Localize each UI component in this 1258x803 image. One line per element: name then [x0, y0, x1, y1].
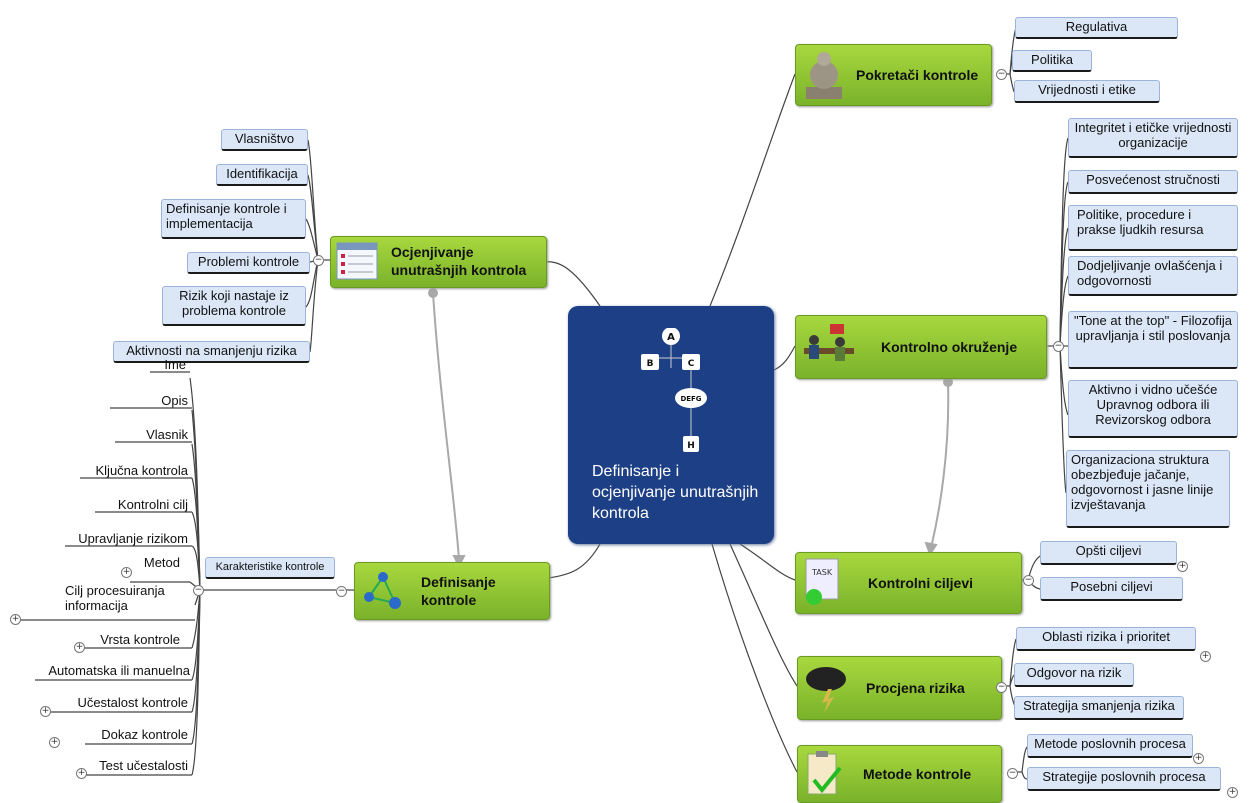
leaf-aktivno-ucesce[interactable]: Aktivno i vidno učešće Upravnog odbora i…: [1068, 380, 1238, 438]
node-ocjenjivanje[interactable]: Ocjenjivanje unutrašnjih kontrola: [330, 236, 547, 288]
leaf-definisanje-implementacija[interactable]: Definisanje kontrole i implementacija: [161, 199, 306, 239]
logo-letter-b: B: [647, 359, 654, 369]
node-title: Pokretači kontrole: [856, 67, 979, 83]
attr-dokaz-kontrole[interactable]: Dokaz kontrole: [101, 727, 188, 742]
expand-toggle[interactable]: +: [49, 737, 60, 748]
collapse-toggle[interactable]: −: [1023, 575, 1034, 586]
node-ciljevi[interactable]: TASK Kontrolni ciljevi: [795, 552, 1022, 614]
leaf-opsti-ciljevi[interactable]: Opšti ciljevi: [1040, 541, 1177, 565]
attr-opis[interactable]: Opis: [161, 393, 188, 408]
leaf-oblasti-rizika[interactable]: Oblasti rizika i prioritet: [1016, 627, 1196, 651]
org-chart-icon: A B C DEFG H: [641, 328, 707, 452]
statue-icon: [806, 52, 842, 99]
node-title: Ocjenjivanje unutrašnjih kontrola: [391, 244, 527, 278]
node-procjena[interactable]: Procjena rizika: [797, 656, 1002, 720]
leaf-regulativa[interactable]: Regulativa: [1015, 17, 1178, 39]
leaf-karakteristike-kontrole[interactable]: Karakteristike kontrole: [205, 557, 335, 579]
attr-ime[interactable]: Ime: [164, 357, 186, 372]
attr-upravljanje-rizikom[interactable]: Upravljanje rizikom: [78, 531, 188, 546]
checklist-icon: [336, 242, 378, 280]
leaf-strategije-procesa[interactable]: Strategije poslovnih procesa: [1027, 767, 1221, 791]
leaf-politike-procedure[interactable]: Politike, procedure i prakse ljudkih res…: [1068, 205, 1238, 251]
logo-letter-c: C: [688, 359, 695, 369]
attr-kontrolni-cilj[interactable]: Kontrolni cilj: [117, 497, 188, 512]
expand-toggle[interactable]: +: [1177, 561, 1188, 572]
leaf-organizaciona-struktura[interactable]: Organizaciona struktura obezbjeđuje jača…: [1066, 450, 1230, 528]
node-title: Procjena rizika: [866, 680, 965, 696]
leaf-posebni-ciljevi[interactable]: Posebni ciljevi: [1040, 577, 1183, 601]
logo-letter-a: A: [667, 332, 675, 343]
leaf-politika[interactable]: Politika: [1012, 50, 1092, 72]
leaf-vlasnistvo[interactable]: Vlasništvo: [221, 129, 308, 151]
attr-kljucna-kontrola[interactable]: Ključna kontrola: [95, 463, 189, 478]
molecule-icon: [364, 572, 401, 609]
leaf-vrijednosti[interactable]: Vrijednosti i etike: [1014, 80, 1160, 103]
node-title: Definisanje kontrole: [421, 574, 496, 608]
leaf-identifikacija[interactable]: Identifikacija: [216, 164, 308, 186]
expand-toggle[interactable]: +: [121, 567, 132, 578]
leaf-odgovor-rizik[interactable]: Odgovor na rizik: [1014, 663, 1134, 687]
expand-toggle[interactable]: +: [76, 768, 87, 779]
central-topic[interactable]: A B C DEFG H Definisanje i ocjenjivanje …: [568, 306, 774, 544]
attr-vlasnik[interactable]: Vlasnik: [146, 427, 188, 442]
leaf-problemi[interactable]: Problemi kontrole: [187, 252, 310, 274]
node-title: Kontrolno okruženje: [881, 339, 1018, 355]
attr-cilj-procesuiranja[interactable]: Cilj procesuiranja informacija: [65, 583, 165, 613]
collapse-toggle[interactable]: −: [193, 585, 204, 596]
expand-toggle[interactable]: +: [1193, 753, 1204, 764]
leaf-metode-procesa[interactable]: Metode poslovnih procesa: [1027, 734, 1193, 758]
collapse-toggle[interactable]: −: [996, 682, 1007, 693]
collapse-toggle[interactable]: −: [1053, 341, 1064, 352]
expand-toggle[interactable]: +: [1200, 651, 1211, 662]
node-definisanje[interactable]: Definisanje kontrole: [354, 562, 550, 620]
expand-toggle[interactable]: +: [74, 642, 85, 653]
clipboard-check-icon: [807, 751, 842, 795]
node-title: Metode kontrole: [863, 766, 972, 782]
collapse-toggle[interactable]: −: [1007, 768, 1018, 779]
leaf-aktivnosti-smanjenju[interactable]: Aktivnosti na smanjenju rizika: [113, 341, 310, 363]
attr-vrsta-kontrole[interactable]: Vrsta kontrole: [100, 632, 180, 647]
storm-cloud-icon: [806, 667, 846, 713]
expand-toggle[interactable]: +: [1227, 787, 1238, 798]
leaf-tone-at-top[interactable]: "Tone at the top" - Filozofija upravljan…: [1068, 311, 1238, 369]
leaf-integritet[interactable]: Integritet i etičke vrijednosti organiza…: [1068, 118, 1238, 158]
attr-automatska-manuelna[interactable]: Automatska ili manuelna: [48, 663, 190, 678]
expand-toggle[interactable]: +: [40, 706, 51, 717]
logo-letters-defg: DEFG: [680, 395, 701, 403]
collapse-toggle[interactable]: −: [313, 255, 324, 266]
leaf-dodjeljivanje[interactable]: Dodjeljivanje ovlašćenja i odgovornosti: [1068, 256, 1238, 296]
node-okruzenje[interactable]: Kontrolno okruženje: [795, 315, 1047, 379]
expand-toggle[interactable]: +: [10, 614, 21, 625]
task-icon: TASK: [805, 558, 839, 605]
collapse-toggle[interactable]: −: [996, 69, 1007, 80]
svg-text:TASK: TASK: [811, 568, 833, 577]
leaf-strategija-smanjenja[interactable]: Strategija smanjenja rizika: [1014, 696, 1184, 720]
node-metode[interactable]: Metode kontrole: [797, 745, 1002, 803]
node-title: Kontrolni ciljevi: [868, 575, 974, 591]
attr-ucestalost-kontrole[interactable]: Učestalost kontrole: [77, 695, 188, 710]
collapse-toggle[interactable]: −: [336, 586, 347, 597]
attr-test-ucestalosti[interactable]: Test učestalosti: [99, 758, 188, 773]
leaf-rizik-problema[interactable]: Rizik koji nastaje iz problema kontrole: [162, 286, 306, 326]
node-pokretaci[interactable]: Pokretači kontrole: [795, 44, 992, 106]
leaf-posvecenost[interactable]: Posvećenost stručnosti: [1068, 170, 1238, 194]
office-meeting-icon: [804, 324, 854, 361]
central-topic-title: Definisanje i ocjenjivanje unutrašnjih k…: [592, 463, 759, 522]
logo-letter-h: H: [687, 441, 695, 451]
attr-metod[interactable]: Metod: [143, 555, 180, 570]
